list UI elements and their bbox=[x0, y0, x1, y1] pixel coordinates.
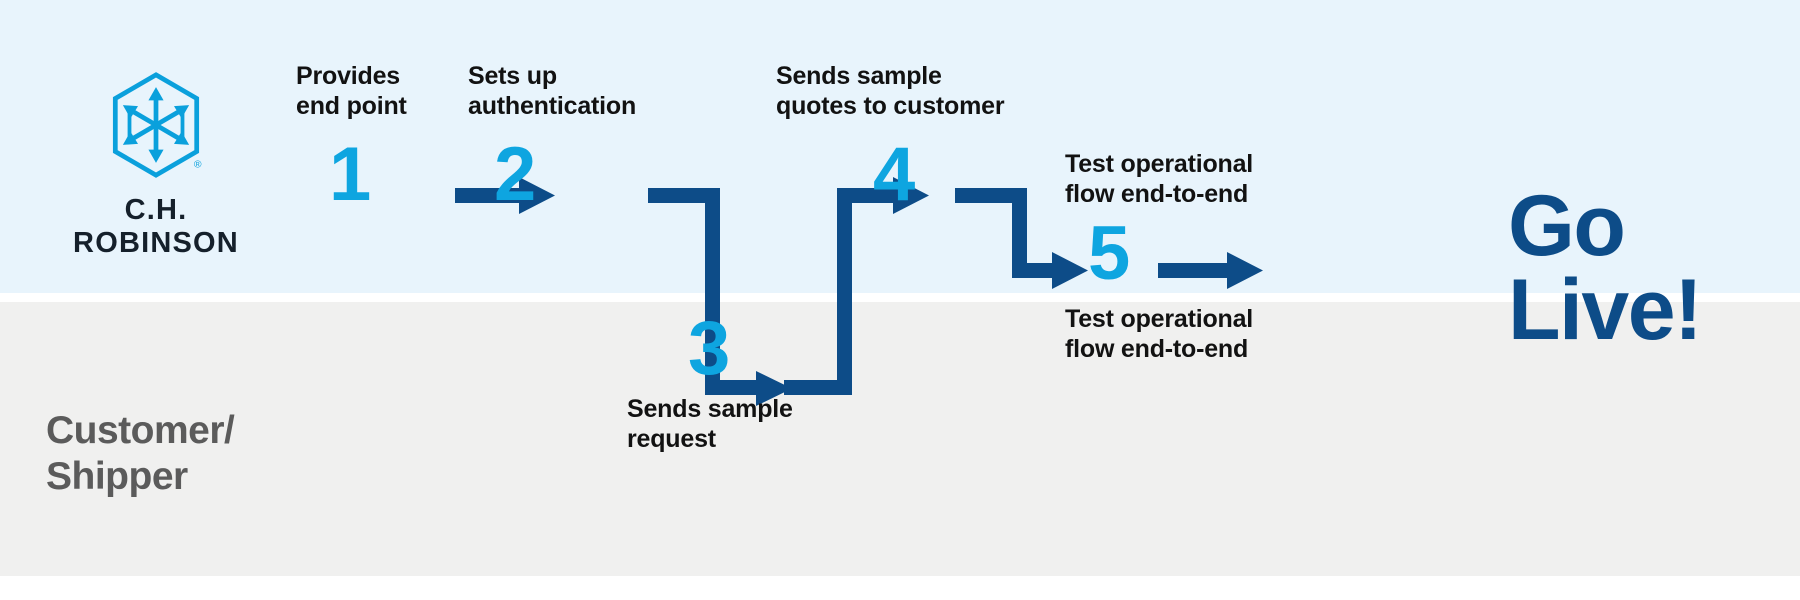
step-1-number: 1 bbox=[329, 132, 371, 217]
step-1-caption: Provides end point bbox=[296, 62, 407, 120]
lane-label-customer-shipper: Customer/ Shipper bbox=[46, 409, 235, 498]
go-live-outcome: Go Live! bbox=[1508, 178, 1703, 359]
step-4-caption: Sends sample quotes to customer bbox=[776, 62, 1005, 120]
arrow-5-to-go-live bbox=[1158, 252, 1263, 289]
arrow-4-to-5 bbox=[955, 188, 1088, 289]
step-2-number: 2 bbox=[494, 132, 536, 217]
lane-band-bottom bbox=[0, 302, 1800, 576]
step-5-caption-bottom: Test operational flow end-to-end bbox=[1065, 305, 1254, 363]
lane-band-top bbox=[0, 0, 1800, 293]
registered-mark: ® bbox=[194, 160, 202, 171]
step-2-caption: Sets up authentication bbox=[468, 62, 637, 120]
chrobinson-hexagon-arrows-logo-icon: ® bbox=[112, 72, 202, 178]
step-3-caption: Sends sample request bbox=[627, 395, 793, 453]
brand-name: C.H. ROBINSON bbox=[73, 194, 239, 259]
arrow-3-to-4 bbox=[784, 177, 929, 395]
arrow-1-to-2 bbox=[455, 177, 555, 214]
step-5-number: 5 bbox=[1088, 211, 1130, 296]
step-3-number: 3 bbox=[688, 306, 730, 391]
step-5-caption-top: Test operational flow end-to-end bbox=[1065, 150, 1254, 208]
arrow-2-to-3 bbox=[648, 188, 792, 406]
brand-block: ® C.H. ROBINSON bbox=[46, 72, 266, 260]
step-4-number: 4 bbox=[873, 132, 915, 217]
